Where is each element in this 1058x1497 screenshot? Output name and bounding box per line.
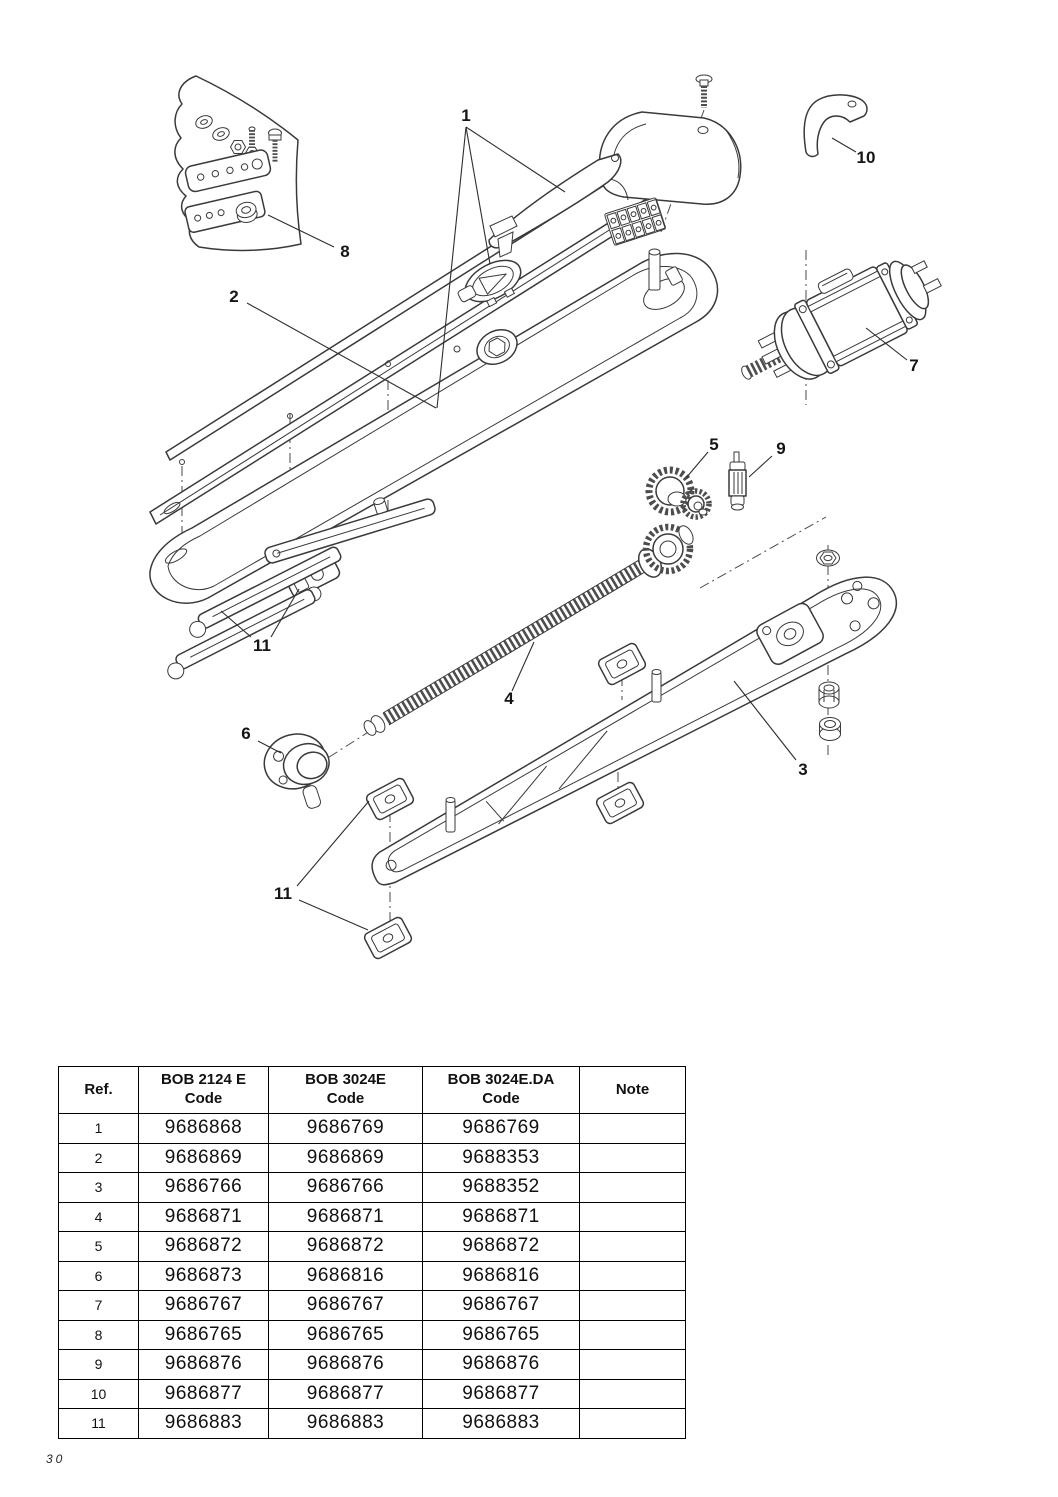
column-header-ref: Ref. xyxy=(58,1066,139,1114)
column-header-note: Note xyxy=(579,1066,686,1114)
code-cell: 9686765 xyxy=(268,1319,423,1350)
part-lead-screw xyxy=(362,523,696,737)
exploded-diagram xyxy=(0,0,1058,1040)
code-cell: 9686883 xyxy=(138,1408,269,1439)
code-cell: 9686872 xyxy=(268,1231,423,1262)
code-cell: 9686767 xyxy=(268,1290,423,1321)
note-cell xyxy=(579,1201,686,1232)
code-cell: 9686872 xyxy=(138,1231,269,1262)
part-pads xyxy=(363,642,647,960)
code-cell: 9688352 xyxy=(422,1172,580,1203)
cover-screw xyxy=(696,75,712,108)
part-cover xyxy=(599,75,740,204)
code-cell: 9686766 xyxy=(268,1172,423,1203)
note-cell xyxy=(579,1231,686,1262)
ref-cell: 10 xyxy=(58,1378,139,1409)
code-cell: 9686816 xyxy=(422,1260,580,1291)
part-release-hook xyxy=(804,95,867,157)
code-cell: 9686871 xyxy=(268,1201,423,1232)
code-cell: 9686872 xyxy=(422,1231,580,1262)
code-cell: 9686767 xyxy=(422,1290,580,1321)
part-pinion-shaft xyxy=(729,452,746,510)
page-number: 30 xyxy=(46,1452,66,1466)
note-cell xyxy=(579,1260,686,1291)
ref-cell: 1 xyxy=(58,1113,139,1144)
ref-cell: 7 xyxy=(58,1290,139,1321)
code-cell: 9686765 xyxy=(422,1319,580,1350)
part-bottom-housing xyxy=(357,561,909,902)
part-top-shell xyxy=(150,249,718,603)
housing-posts xyxy=(446,670,661,833)
part-stop-brackets xyxy=(163,483,437,681)
code-cell: 9686883 xyxy=(268,1408,423,1439)
code-cell: 9686769 xyxy=(422,1113,580,1144)
ref-cell: 9 xyxy=(58,1349,139,1380)
code-cell: 9686877 xyxy=(422,1378,580,1409)
ref-cell: 6 xyxy=(58,1260,139,1291)
code-cell: 9686816 xyxy=(268,1260,423,1291)
note-cell xyxy=(579,1408,686,1439)
code-cell: 9686869 xyxy=(138,1142,269,1173)
note-cell xyxy=(579,1349,686,1380)
ref-cell: 11 xyxy=(58,1408,139,1439)
code-cell: 9686767 xyxy=(138,1290,269,1321)
code-cell: 9686766 xyxy=(138,1172,269,1203)
release-lever xyxy=(452,252,529,317)
ref-cell: 4 xyxy=(58,1201,139,1232)
code-cell: 9686871 xyxy=(138,1201,269,1232)
code-cell: 9686868 xyxy=(138,1113,269,1144)
ref-cell: 5 xyxy=(58,1231,139,1262)
code-cell: 9688353 xyxy=(422,1142,580,1173)
screw-bearing-cluster xyxy=(634,523,696,581)
part-bevel-gears xyxy=(649,470,709,517)
part-front-bushing xyxy=(257,726,342,819)
ref-cell: 3 xyxy=(58,1172,139,1203)
code-cell: 9686877 xyxy=(138,1378,269,1409)
ref-cell: 8 xyxy=(58,1319,139,1350)
terminal-block xyxy=(604,197,666,245)
ref-cell: 2 xyxy=(58,1142,139,1173)
part-motor xyxy=(722,234,954,409)
code-cell: 9686873 xyxy=(138,1260,269,1291)
code-cell: 9686876 xyxy=(422,1349,580,1380)
part-mount-hardware-sheet xyxy=(175,76,301,250)
note-cell xyxy=(579,1172,686,1203)
part-hex-hardware xyxy=(817,550,841,741)
code-cell: 9686883 xyxy=(422,1408,580,1439)
code-cell: 9686876 xyxy=(138,1349,269,1380)
leader-lines xyxy=(221,127,907,930)
note-cell xyxy=(579,1113,686,1144)
code-cell: 9686871 xyxy=(422,1201,580,1232)
note-cell xyxy=(579,1290,686,1321)
note-cell xyxy=(579,1142,686,1173)
part-cover-panel xyxy=(452,154,666,317)
code-cell: 9686765 xyxy=(138,1319,269,1350)
note-cell xyxy=(579,1319,686,1350)
code-cell: 9686769 xyxy=(268,1113,423,1144)
code-cell: 9686876 xyxy=(268,1349,423,1380)
note-cell xyxy=(579,1378,686,1409)
code-cell: 9686877 xyxy=(268,1378,423,1409)
code-cell: 9686869 xyxy=(268,1142,423,1173)
